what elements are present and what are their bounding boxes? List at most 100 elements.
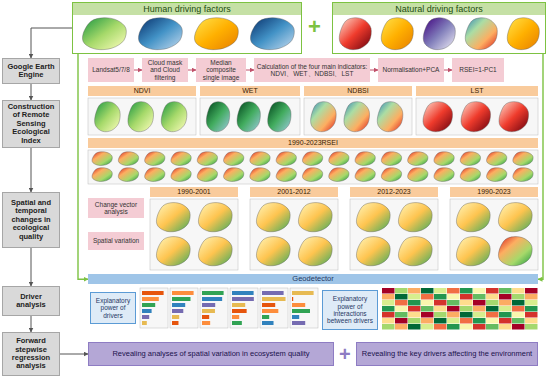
map-thumbnail	[95, 102, 121, 132]
chart-bar	[232, 309, 247, 313]
conclusion-box: Revealing the key drivers affecting the …	[356, 342, 538, 366]
chart-bar	[172, 291, 194, 295]
chart-bar	[292, 303, 305, 307]
chart-bar	[142, 303, 155, 307]
map-thumbnail	[339, 18, 371, 50]
heatmap-cell	[525, 324, 538, 330]
heatmap-cell	[447, 294, 460, 300]
heatmap-cell	[421, 288, 434, 294]
map-thumbnail	[381, 152, 401, 166]
node-text: Revealing analyses of spatial variation …	[112, 350, 309, 358]
heatmap-cell	[395, 312, 408, 318]
heatmap-cell	[447, 306, 460, 312]
heatmap-cell	[421, 306, 434, 312]
node-text: Landsat5/7/8	[92, 66, 130, 73]
period-header: 2001-2012	[250, 187, 338, 197]
map-thumbnail	[381, 168, 401, 182]
heatmap-cell	[395, 288, 408, 294]
flow-arrow	[188, 70, 196, 71]
node-text: Explanatory power of interactions betwee…	[325, 295, 375, 324]
image-panel	[200, 98, 300, 135]
node-text: Calculation of the four main indicators:…	[256, 63, 368, 78]
node-text: 1990-2001	[177, 188, 210, 196]
flow-arrow	[31, 28, 72, 58]
map-thumbnail	[92, 152, 112, 166]
heatmap-cell	[460, 312, 473, 318]
map-thumbnail	[237, 102, 260, 132]
index-header: NDVI	[88, 86, 196, 96]
heatmap-cell	[408, 306, 421, 312]
heatmap-cell	[512, 306, 525, 312]
map-thumbnail	[329, 152, 349, 166]
series-band: 1990-2023RSEI	[88, 138, 538, 148]
map-thumbnail	[507, 18, 539, 50]
map-thumbnail	[513, 168, 533, 182]
node-text: RSEI=1-PC1	[459, 66, 496, 73]
map-thumbnail	[298, 203, 332, 232]
chart-bar	[202, 303, 215, 307]
chart-bar	[172, 309, 183, 313]
flow-arrow	[134, 70, 142, 71]
node-text: Revealing the key drivers affecting the …	[362, 350, 532, 358]
chart-bar	[142, 321, 147, 325]
stage-box: Forward stepwise regression analysis	[2, 332, 60, 376]
factor-panel: Human driving factors	[72, 2, 302, 54]
heatmap-cell	[460, 288, 473, 294]
heatmap-cell	[382, 294, 395, 300]
heatmap-cell	[512, 312, 525, 318]
heatmap-cell	[473, 318, 486, 324]
stage-box: Driver analysis	[2, 286, 60, 316]
map-thumbnail	[198, 203, 232, 232]
node-text: 2001-2012	[277, 188, 310, 196]
map-thumbnail	[377, 102, 403, 132]
stage-box: Google Earth Engine	[2, 58, 60, 84]
node-text: WET	[242, 87, 258, 95]
map-thumbnail	[197, 168, 217, 182]
image-panel	[170, 288, 198, 328]
map-thumbnail	[256, 203, 290, 232]
map-thumbnail	[276, 152, 296, 166]
heatmap-cell	[434, 324, 447, 330]
image-panel	[416, 98, 538, 135]
heatmap-cell	[460, 300, 473, 306]
heatmap-cell	[525, 318, 538, 324]
map-thumbnail	[171, 152, 191, 166]
image-panel	[88, 98, 196, 135]
map-thumbnail	[456, 237, 490, 266]
image-panel	[140, 288, 168, 328]
chart-bar	[202, 297, 222, 301]
heatmap-cell	[421, 324, 434, 330]
heatmap-cell	[486, 312, 499, 318]
map-thumbnail	[118, 168, 138, 182]
flow-arrow	[31, 248, 32, 286]
heatmap-cell	[525, 288, 538, 294]
flow-arrow	[78, 54, 88, 279]
map-thumbnail	[197, 152, 217, 166]
chart-bar	[262, 297, 286, 301]
node-text: Median composite single image	[198, 59, 244, 81]
heatmap-cell	[382, 288, 395, 294]
node-text: Natural driving factors	[333, 3, 545, 15]
chart-bar	[202, 309, 215, 313]
image-panel	[250, 199, 338, 270]
flow-arrow	[60, 354, 88, 355]
map-thumbnail	[434, 168, 454, 182]
map-thumbnail	[224, 168, 244, 182]
map-thumbnail	[82, 18, 126, 50]
chart-bar	[292, 321, 305, 325]
heatmap-cell	[395, 324, 408, 330]
heatmap-cell	[395, 306, 408, 312]
map-thumbnail	[434, 152, 454, 166]
node-text: Human driving factors	[73, 3, 301, 15]
index-header: LST	[416, 86, 538, 96]
heatmap-cell	[473, 312, 486, 318]
map-thumbnail	[461, 102, 491, 132]
map-thumbnail	[256, 237, 290, 266]
map-thumbnail	[329, 168, 349, 182]
chart-bar	[232, 321, 242, 325]
heatmap-cell	[486, 318, 499, 324]
heatmap-cell	[447, 318, 460, 324]
node-text: 2012-2023	[377, 188, 410, 196]
map-thumbnail	[356, 237, 390, 266]
heatmap-cell	[512, 318, 525, 324]
